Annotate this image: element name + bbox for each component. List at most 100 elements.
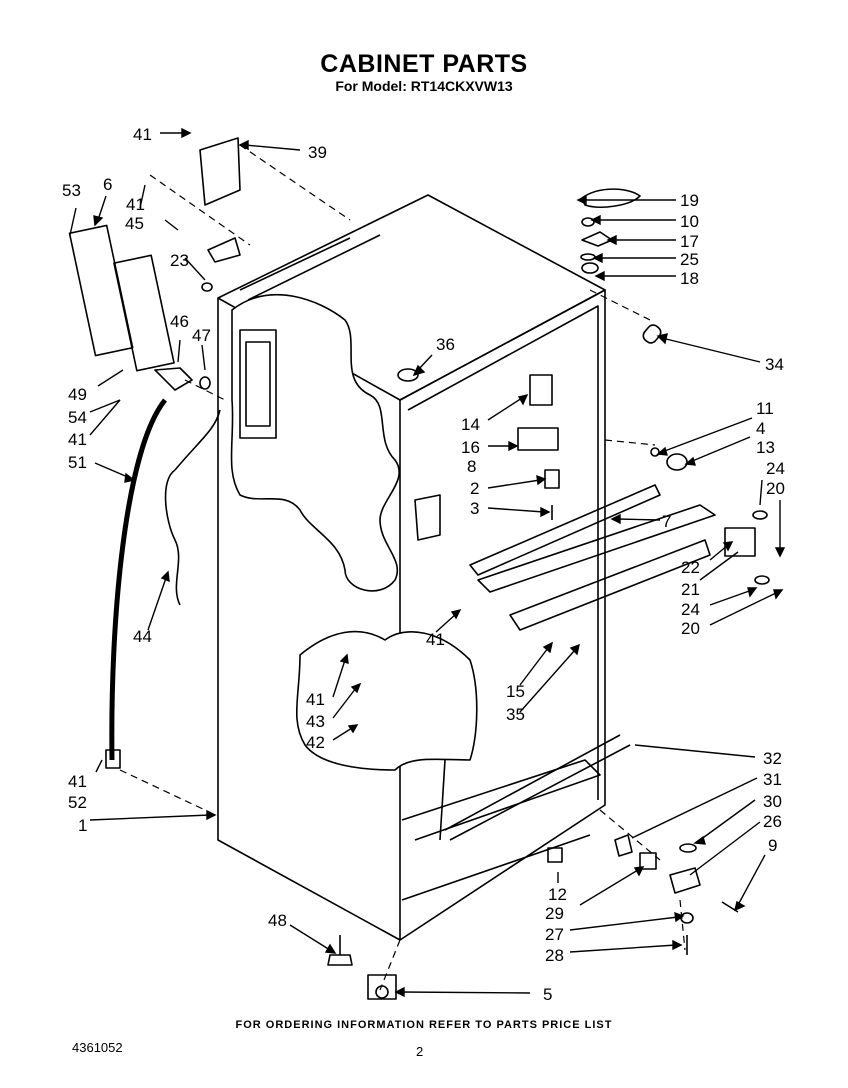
callout-34: 34: [765, 355, 784, 374]
callout-42: 42: [306, 733, 325, 752]
divider-rail: [469, 484, 716, 631]
callout-27: 27: [545, 925, 564, 944]
callout-46: 46: [170, 312, 189, 331]
callout-8: 8: [467, 457, 476, 476]
hinge-pin: [680, 912, 694, 924]
callout-14: 14: [461, 415, 480, 434]
callout-2: 2: [470, 479, 479, 498]
callout-41-e: 41: [426, 630, 445, 649]
top-bracket: [199, 137, 241, 206]
callout-12: 12: [548, 885, 567, 904]
hinge-cover: [581, 188, 641, 208]
callout-41-f: 41: [306, 690, 325, 709]
bottom-frame: [401, 734, 631, 901]
callout-6: 6: [103, 175, 112, 194]
bottom-hinge: [669, 867, 701, 894]
callout-39: 39: [308, 143, 327, 162]
callout-54: 54: [68, 408, 87, 427]
callout-18: 18: [680, 269, 699, 288]
document-number: 4361052: [72, 1040, 123, 1055]
callout-31: 31: [763, 770, 782, 789]
grommet: [199, 376, 211, 390]
clip: [201, 282, 213, 292]
callout-13: 13: [756, 438, 775, 457]
callout-41-d: 41: [68, 772, 87, 791]
callout-26: 26: [763, 812, 782, 831]
callout-22: 22: [681, 558, 700, 577]
callout-17: 17: [680, 232, 699, 251]
callout-52: 52: [68, 793, 87, 812]
callout-1: 1: [78, 816, 87, 835]
washer: [752, 510, 768, 520]
bracket-clip: [544, 469, 560, 489]
page-title: CABINET PARTS: [320, 50, 528, 78]
left-gasket: [113, 254, 175, 372]
cutaway-lower: [295, 630, 478, 771]
hinge-bracket: [517, 427, 559, 451]
callout-23: 23: [170, 251, 189, 270]
callout-21: 21: [681, 580, 700, 599]
callout-24-a: 24: [766, 459, 785, 478]
door-stop: [397, 368, 419, 382]
ordering-note: FOR ORDERING INFORMATION REFER TO PARTS …: [235, 1019, 613, 1031]
callout-48: 48: [268, 911, 287, 930]
callout-15: 15: [506, 682, 525, 701]
page-number: 2: [416, 1044, 424, 1059]
callout-11: 11: [756, 399, 774, 418]
model-subtitle: For Model: RT14CKXVW13: [335, 78, 513, 94]
light-socket: [207, 237, 241, 263]
callout-41-a: 41: [133, 125, 152, 144]
washer: [679, 843, 697, 853]
callout-35: 35: [506, 705, 525, 724]
callout-41-c: 41: [68, 430, 87, 449]
tube-clamp: [105, 749, 121, 769]
door-stop-bracket: [529, 374, 553, 406]
callout-24-b: 24: [681, 600, 700, 619]
callout-44: 44: [133, 627, 152, 646]
callout-10: 10: [680, 212, 699, 231]
callout-36: 36: [436, 335, 455, 354]
top-hinge: [581, 231, 613, 247]
power-cord: [164, 469, 181, 606]
callout-7: 7: [662, 512, 671, 531]
callout-3: 3: [470, 499, 479, 518]
callout-4: 4: [756, 419, 765, 438]
leader-lines: [69, 127, 786, 998]
hole-plug: [642, 324, 662, 344]
callout-20-a: 20: [766, 479, 785, 498]
callout-25: 25: [680, 250, 699, 269]
hinge-screw: [581, 217, 595, 227]
callout-32: 32: [763, 749, 782, 768]
valve: [154, 367, 193, 391]
cutaway-upper: [230, 294, 400, 592]
hinge-pin: [581, 262, 599, 274]
liner-channel: [239, 329, 277, 439]
callout-5: 5: [543, 985, 552, 1004]
callout-51: 51: [68, 453, 87, 472]
callout-49: 49: [68, 385, 87, 404]
hinge-shim: [547, 847, 563, 863]
callout-labels: 41 39 53 6 41 45 23 46 47 49 54 41 51 44…: [62, 125, 785, 1004]
callout-9: 9: [768, 836, 777, 855]
roller: [367, 974, 397, 1000]
leveling-leg: [327, 954, 353, 966]
drain-tube: [109, 398, 167, 761]
washer: [754, 575, 770, 585]
callout-16: 16: [461, 438, 480, 457]
callout-43: 43: [306, 712, 325, 731]
screw: [650, 447, 660, 457]
callout-45: 45: [125, 214, 144, 233]
plug-button: [666, 453, 688, 471]
control-bracket: [414, 494, 441, 541]
callout-20-b: 20: [681, 619, 700, 638]
shim: [639, 852, 657, 870]
hinge-spacer: [580, 253, 596, 261]
callout-53: 53: [62, 181, 81, 200]
callout-19: 19: [680, 191, 699, 210]
callout-28: 28: [545, 946, 564, 965]
center-hinge: [724, 527, 756, 557]
left-panel: [68, 224, 134, 357]
callout-30: 30: [763, 792, 782, 811]
callout-47: 47: [192, 326, 211, 345]
